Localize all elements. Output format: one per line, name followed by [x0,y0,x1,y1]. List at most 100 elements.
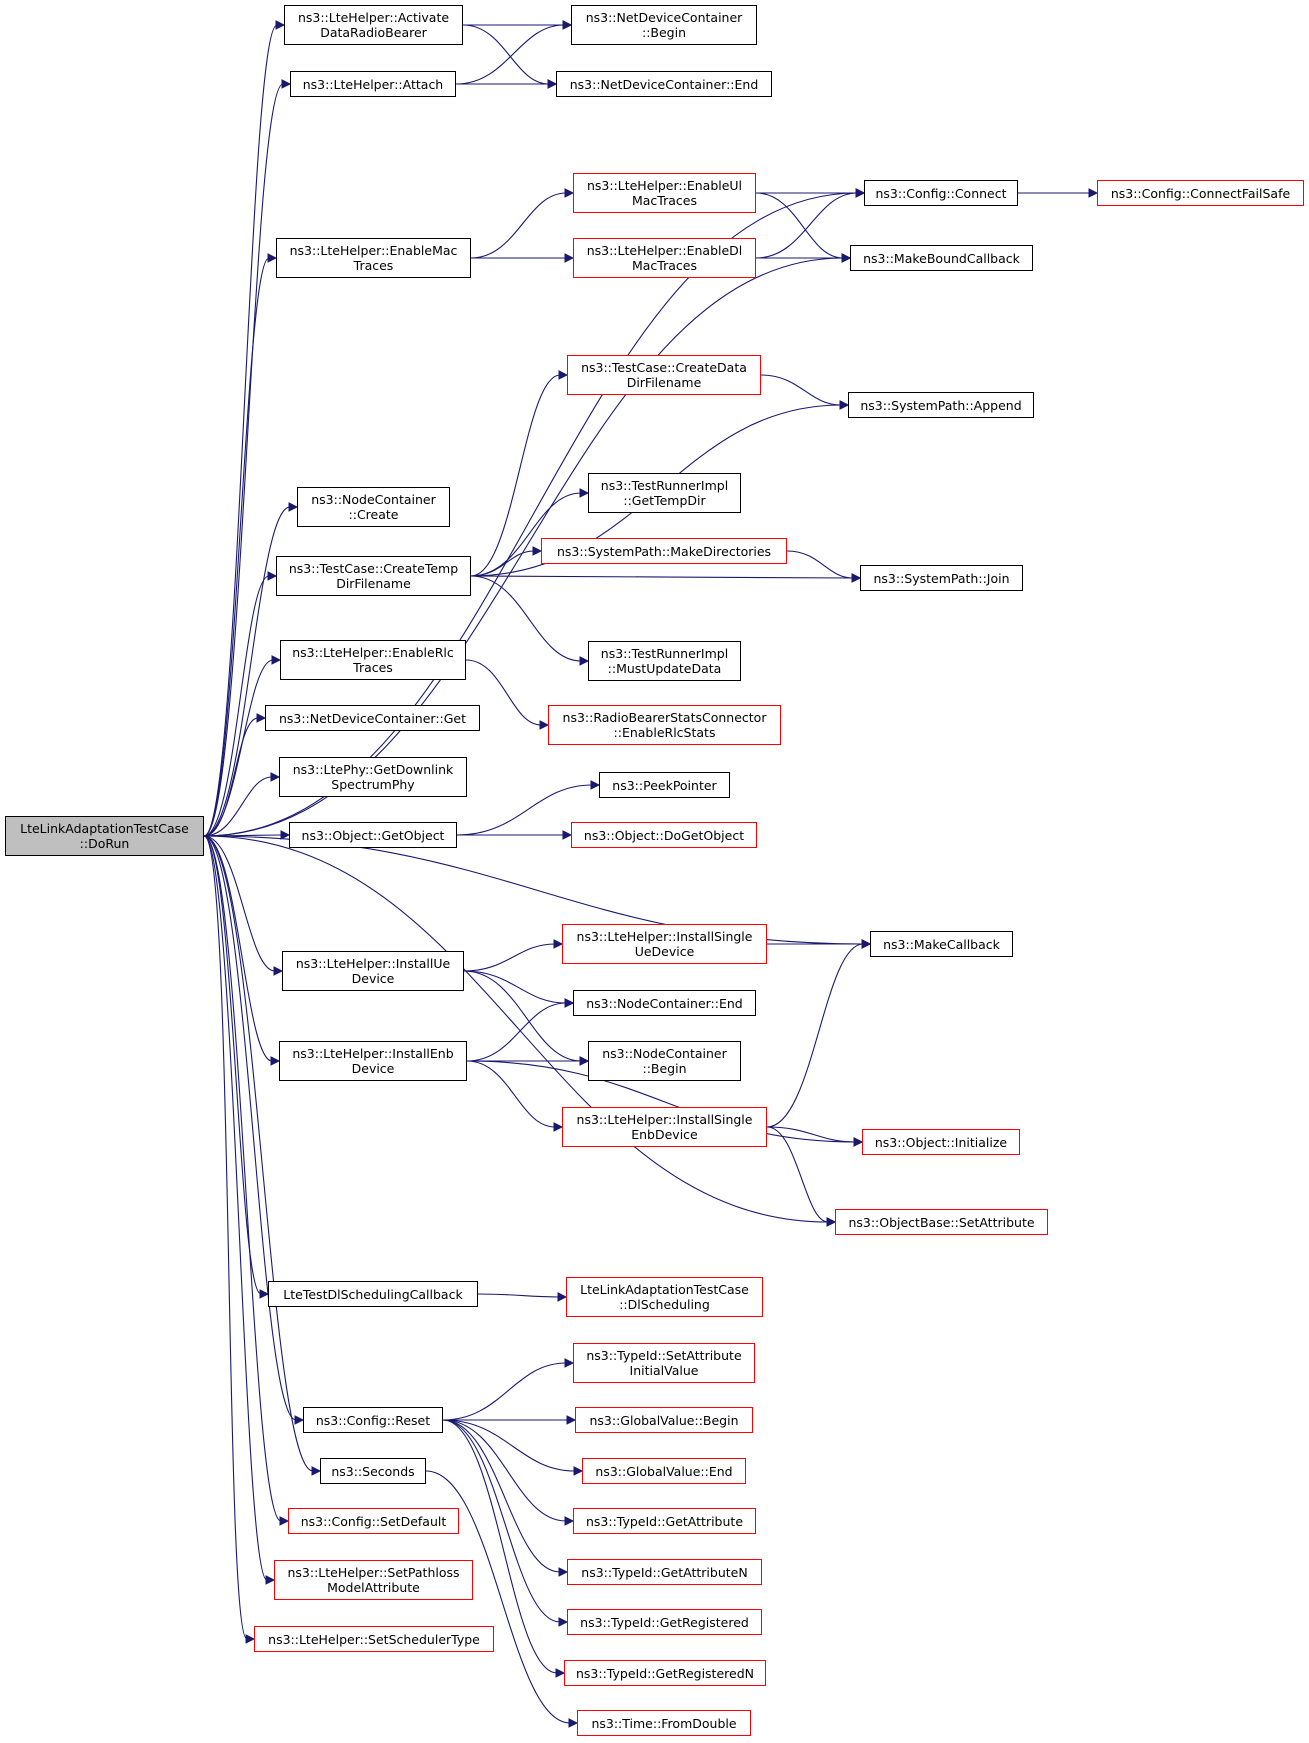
edge-arrowhead-configConnect-to-connectFailSafe [1088,188,1099,198]
node-enable-mac-traces[interactable]: ns3::LteHelper::EnableMac Traces [276,238,471,278]
node-lte-test-dl-scheduling-callback[interactable]: LteTestDlSchedulingCallback [268,1281,478,1307]
edge-arrowhead-enableRlc-to-rbscEnableRlc [539,720,550,730]
node-typeid-get-attribute-n[interactable]: ns3::TypeId::GetAttributeN [567,1559,762,1585]
node-typeid-set-attribute-initial-value[interactable]: ns3::TypeId::SetAttribute InitialValue [573,1343,755,1383]
node-object-base-set-attribute[interactable]: ns3::ObjectBase::SetAttribute [835,1209,1048,1235]
edge-root-to-enableMac [203,257,270,837]
edge-configReset-to-tidGetAttrN [442,1419,561,1573]
node-attach[interactable]: ns3::LteHelper::Attach [290,71,456,97]
edge-arrowhead-root-to-installUe [273,966,284,976]
edge-arrowhead-lteTestDlCb-to-ltlatDlSched [557,1292,568,1302]
node-install-ue-device[interactable]: ns3::LteHelper::InstallUe Device [282,951,464,991]
edge-arrowhead-root-to-objGetObject [280,830,291,840]
edge-arrowhead-root-to-setPathloss [265,1575,276,1585]
node-enable-dl-mac-traces[interactable]: ns3::LteHelper::EnableDl MacTraces [573,238,756,278]
edge-arrowhead-installSingleEnb-to-objInitialize [853,1137,864,1147]
node-seconds[interactable]: ns3::Seconds [320,1458,426,1484]
node-object-initialize[interactable]: ns3::Object::Initialize [862,1129,1020,1155]
node-make-callback[interactable]: ns3::MakeCallback [870,931,1013,957]
node-lte-phy-get-downlink-spectrum-phy[interactable]: ns3::LtePhy::GetDownlink SpectrumPhy [279,757,467,797]
edge-root-to-configConnect [203,192,858,837]
edge-installSingleEnb-to-obSetAttribute [766,1126,829,1223]
node-typeid-get-registered-n[interactable]: ns3::TypeId::GetRegisteredN [564,1660,766,1686]
edge-root-to-obSetAttribute [203,835,829,1223]
edge-root-to-lteTestDlCb [203,835,262,1295]
edge-root-to-createTemp [203,575,270,837]
node-system-path-join[interactable]: ns3::SystemPath::Join [860,565,1023,591]
node-peek-pointer[interactable]: ns3::PeekPointer [599,772,730,798]
edge-arrowhead-enableMac-to-enableDlMac [564,253,575,263]
edge-arrowhead-root-to-lteTestDlCb [259,1289,270,1299]
node-link-adaptation-dl-scheduling[interactable]: LteLinkAdaptationTestCase ::DlScheduling [566,1277,763,1317]
node-install-single-enb-device[interactable]: ns3::LteHelper::InstallSingle EnbDevice [562,1107,767,1147]
edge-arrowhead-configReset-to-tidGetRegisteredN [555,1668,566,1678]
edge-arrowhead-root-to-ndcGet [256,713,267,723]
node-object-get-object[interactable]: ns3::Object::GetObject [289,822,457,848]
node-config-set-default[interactable]: ns3::Config::SetDefault [288,1508,459,1534]
node-typeid-get-attribute[interactable]: ns3::TypeId::GetAttribute [573,1508,756,1534]
edge-installEnb-to-installSingleEnb [466,1060,556,1128]
edge-arrowhead-spMakeDirs-to-spJoin [851,573,862,583]
node-config-connect-fail-safe[interactable]: ns3::Config::ConnectFailSafe [1097,180,1304,206]
node-typeid-get-registered[interactable]: ns3::TypeId::GetRegistered [567,1609,762,1635]
edge-configReset-to-gvEnd [442,1419,576,1472]
edge-enableMac-to-enableUlMac [470,192,567,259]
edge-arrowhead-createTemp-to-spMakeDirs [532,546,543,556]
edge-createTemp-to-trMustUpdate [470,575,582,662]
node-test-runner-get-temp-dir[interactable]: ns3::TestRunnerImpl ::GetTempDir [588,473,741,513]
edge-installUe-to-ncEnd [463,970,567,1004]
node-system-path-append[interactable]: ns3::SystemPath::Append [848,392,1034,418]
edge-spMakeDirs-to-spJoin [786,550,854,579]
edge-createTemp-to-createDataDir [470,374,561,577]
edge-arrowhead-root-to-ncCreate [288,502,299,512]
edge-arrowhead-enableDlMac-to-configConnect [855,188,866,198]
node-set-pathloss-model-attribute[interactable]: ns3::LteHelper::SetPathloss ModelAttribu… [274,1560,473,1600]
node-make-bound-callback[interactable]: ns3::MakeBoundCallback [850,245,1033,271]
edge-root-to-activate [203,24,278,837]
edge-arrowhead-configReset-to-tidSetAttrInit [564,1358,575,1368]
edge-configReset-to-tidGetAttr [442,1419,567,1522]
node-enable-ul-mac-traces[interactable]: ns3::LteHelper::EnableUl MacTraces [573,173,756,213]
edge-arrowhead-installUe-to-installSingleUe [553,939,564,949]
node-create-temp-dir-filename[interactable]: ns3::TestCase::CreateTemp DirFilename [276,556,471,596]
edge-installUe-to-installSingleUe [463,943,556,972]
edge-arrowhead-installSingleEnb-to-makeCallback [861,939,872,949]
node-set-scheduler-type[interactable]: ns3::LteHelper::SetSchedulerType [254,1626,494,1652]
edge-root-to-configSetDefault [203,835,282,1522]
node-create-data-dir-filename[interactable]: ns3::TestCase::CreateData DirFilename [567,355,761,395]
node-node-container-create[interactable]: ns3::NodeContainer ::Create [297,487,450,527]
node-global-value-begin[interactable]: ns3::GlobalValue::Begin [575,1407,753,1433]
node-install-single-ue-device[interactable]: ns3::LteHelper::InstallSingle UeDevice [562,924,767,964]
node-activate-data-radio-bearer[interactable]: ns3::LteHelper::Activate DataRadioBearer [284,5,463,45]
edge-createTemp-to-spMakeDirs [470,550,535,577]
edge-enableRlc-to-rbscEnableRlc [465,659,542,726]
node-config-connect[interactable]: ns3::Config::Connect [864,180,1018,206]
node-net-device-container-end[interactable]: ns3::NetDeviceContainer::End [556,71,772,97]
edge-root-to-setPathloss [203,835,268,1581]
edge-installSingleEnb-to-objInitialize [766,1126,856,1143]
node-node-container-begin[interactable]: ns3::NodeContainer ::Begin [588,1041,741,1081]
node-net-device-container-begin[interactable]: ns3::NetDeviceContainer ::Begin [571,5,757,45]
node-test-runner-must-update-data[interactable]: ns3::TestRunnerImpl ::MustUpdateData [588,641,741,681]
edge-arrowhead-root-to-enableRlc [271,655,282,665]
node-global-value-end[interactable]: ns3::GlobalValue::End [582,1458,746,1484]
node-config-reset[interactable]: ns3::Config::Reset [303,1407,443,1433]
node-object-do-get-object[interactable]: ns3::Object::DoGetObject [571,822,757,848]
edge-root-to-installUe [203,835,276,972]
node-enable-rlc-traces[interactable]: ns3::LteHelper::EnableRlc Traces [280,640,466,680]
node-radio-bearer-stats-enable-rlc-stats[interactable]: ns3::RadioBearerStatsConnector ::EnableR… [548,705,781,745]
edge-root-to-setScheduler [203,835,248,1640]
edge-arrowhead-configReset-to-gvBegin [566,1415,577,1425]
edge-installEnb-to-objInitialize [466,1060,856,1143]
node-install-enb-device[interactable]: ns3::LteHelper::InstallEnb Device [279,1041,467,1081]
edge-arrowhead-installEnb-to-ncBegin [579,1056,590,1066]
edge-root-to-configReset [203,835,297,1421]
edge-activate-to-ndcEnd [462,24,550,85]
node-net-device-container-get[interactable]: ns3::NetDeviceContainer::Get [265,705,480,731]
node-time-from-double[interactable]: ns3::Time::FromDouble [577,1710,751,1736]
edge-arrowhead-createDataDir-to-spAppend [839,400,850,410]
node-node-container-end[interactable]: ns3::NodeContainer::End [573,990,756,1016]
edge-root-to-seconds [203,835,314,1472]
node-system-path-make-directories[interactable]: ns3::SystemPath::MakeDirectories [541,538,787,564]
